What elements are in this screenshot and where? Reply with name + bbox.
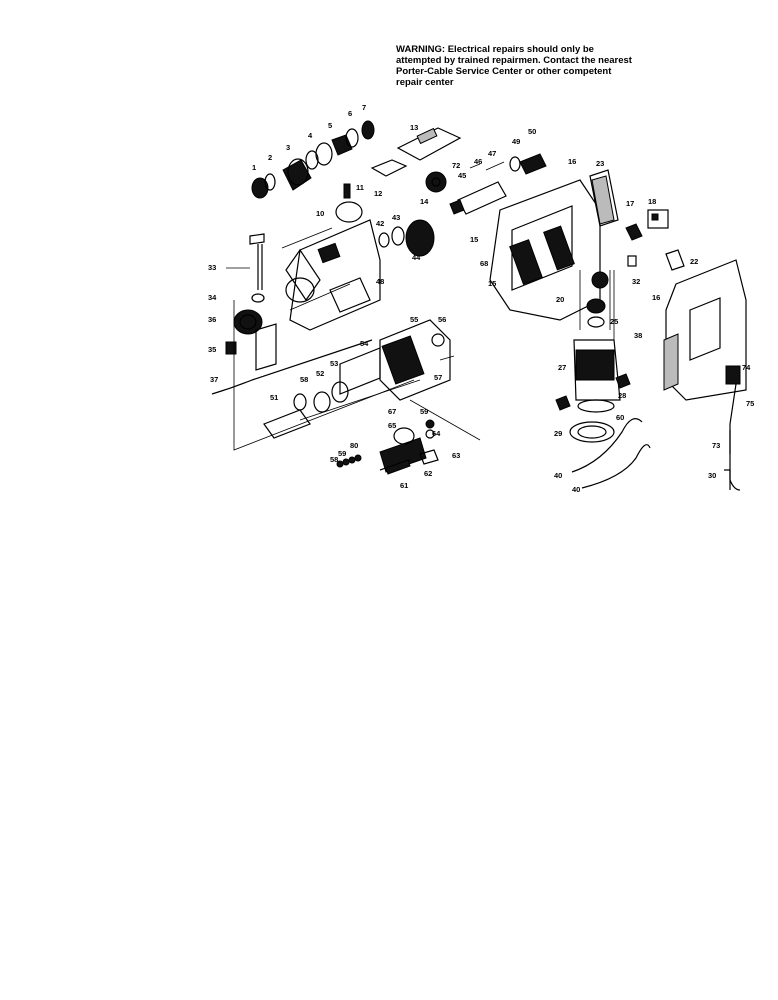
part-labels: 1 2 3 4 5 6 7 13 72 46 47 49 50 16 23 11… <box>208 103 754 494</box>
part-label: 53 <box>330 359 338 368</box>
part-label: 35 <box>208 345 216 354</box>
part-label: 61 <box>400 481 408 490</box>
part-label: 44 <box>412 253 421 262</box>
part-label: 1 <box>252 163 256 172</box>
part-label: 33 <box>208 263 216 272</box>
part-label: 16 <box>568 157 576 166</box>
part-label: 48 <box>376 277 384 286</box>
part-label: 27 <box>558 363 566 372</box>
part-label: 2 <box>268 153 272 162</box>
part-label: 30 <box>708 471 716 480</box>
part-label: 56 <box>438 315 446 324</box>
part-label: 28 <box>618 391 626 400</box>
part-label: 40 <box>554 471 562 480</box>
part-label: 15 <box>488 279 496 288</box>
part-label: 51 <box>270 393 278 402</box>
part-label: 74 <box>742 363 751 372</box>
switch-assembly <box>625 209 685 271</box>
part-label: 7 <box>362 103 366 112</box>
part-label: 23 <box>596 159 604 168</box>
side-handle-clamp <box>225 293 277 371</box>
part-label: 29 <box>554 429 562 438</box>
chuck-assembly <box>251 120 375 199</box>
part-label: 34 <box>208 293 217 302</box>
spindle-group <box>335 153 547 257</box>
part-label: 59 <box>338 449 346 458</box>
part-label: 80 <box>350 441 358 450</box>
brush-holders <box>579 270 611 330</box>
hammer-parts <box>263 381 349 439</box>
handle-housing-right <box>663 259 747 401</box>
part-label: 5 <box>328 121 332 130</box>
part-label: 67 <box>388 407 396 416</box>
armature-field <box>555 339 631 413</box>
part-label: 3 <box>286 143 290 152</box>
part-label: 25 <box>610 317 618 326</box>
part-label: 11 <box>356 183 364 192</box>
warning-line-2: attempted by trained repairmen. Contact … <box>396 55 632 66</box>
end-cap <box>569 421 615 443</box>
part-label: 13 <box>410 123 418 132</box>
part-label: 40 <box>572 485 580 494</box>
part-label: 17 <box>626 199 634 208</box>
impact-housing <box>339 319 455 401</box>
part-label: 42 <box>376 219 384 228</box>
warning-line-3: Porter-Cable Service Center or other com… <box>396 66 612 77</box>
warning-line-4: repair center <box>396 77 454 88</box>
part-label: 72 <box>452 161 460 170</box>
part-label: 45 <box>458 171 466 180</box>
part-label: 47 <box>488 149 496 158</box>
part-label: 63 <box>452 451 460 460</box>
part-label: 64 <box>432 429 441 438</box>
part-label: 60 <box>616 413 624 422</box>
part-label: 37 <box>210 375 218 384</box>
part-label: 15 <box>470 235 478 244</box>
part-label: 16 <box>652 293 660 302</box>
warning-line-1: WARNING: Electrical repairs should only … <box>396 44 594 55</box>
boundary-lines <box>233 300 415 451</box>
part-label: 50 <box>528 127 536 136</box>
part-label: 54 <box>360 339 369 348</box>
part-label: 14 <box>420 197 429 206</box>
part-label: 57 <box>434 373 442 382</box>
side-handle-rod <box>226 233 265 290</box>
part-label: 22 <box>690 257 698 266</box>
part-label: 49 <box>512 137 520 146</box>
part-label: 20 <box>556 295 564 304</box>
wire-b <box>581 444 651 489</box>
part-label: 18 <box>648 197 656 206</box>
wire-a <box>571 418 643 473</box>
part-label: 6 <box>348 109 352 118</box>
drive-shaft-parts <box>336 419 439 475</box>
part-label: 43 <box>392 213 400 222</box>
part-label: 62 <box>424 469 432 478</box>
part-label: 4 <box>308 131 313 140</box>
warning-note: WARNING: Electrical repairs should only … <box>396 44 676 88</box>
part-label: 65 <box>388 421 396 430</box>
part-label: 58 <box>300 375 308 384</box>
part-label: 10 <box>316 209 324 218</box>
part-label: 32 <box>632 277 640 286</box>
part-label: 58 <box>330 455 338 464</box>
part-label: 38 <box>634 331 642 340</box>
part-label: 52 <box>316 369 324 378</box>
part-label: 68 <box>480 259 488 268</box>
part-label: 75 <box>746 399 754 408</box>
part-label: 73 <box>712 441 720 450</box>
top-cover <box>370 127 462 177</box>
part-label: 12 <box>374 189 382 198</box>
part-label: 59 <box>420 407 428 416</box>
part-label: 36 <box>208 315 216 324</box>
part-label: 55 <box>410 315 418 324</box>
power-cord <box>724 365 741 491</box>
gear-housing <box>281 219 381 331</box>
motor-housing-left <box>489 169 619 321</box>
depth-rod <box>211 339 373 395</box>
part-label: 46 <box>474 157 482 166</box>
